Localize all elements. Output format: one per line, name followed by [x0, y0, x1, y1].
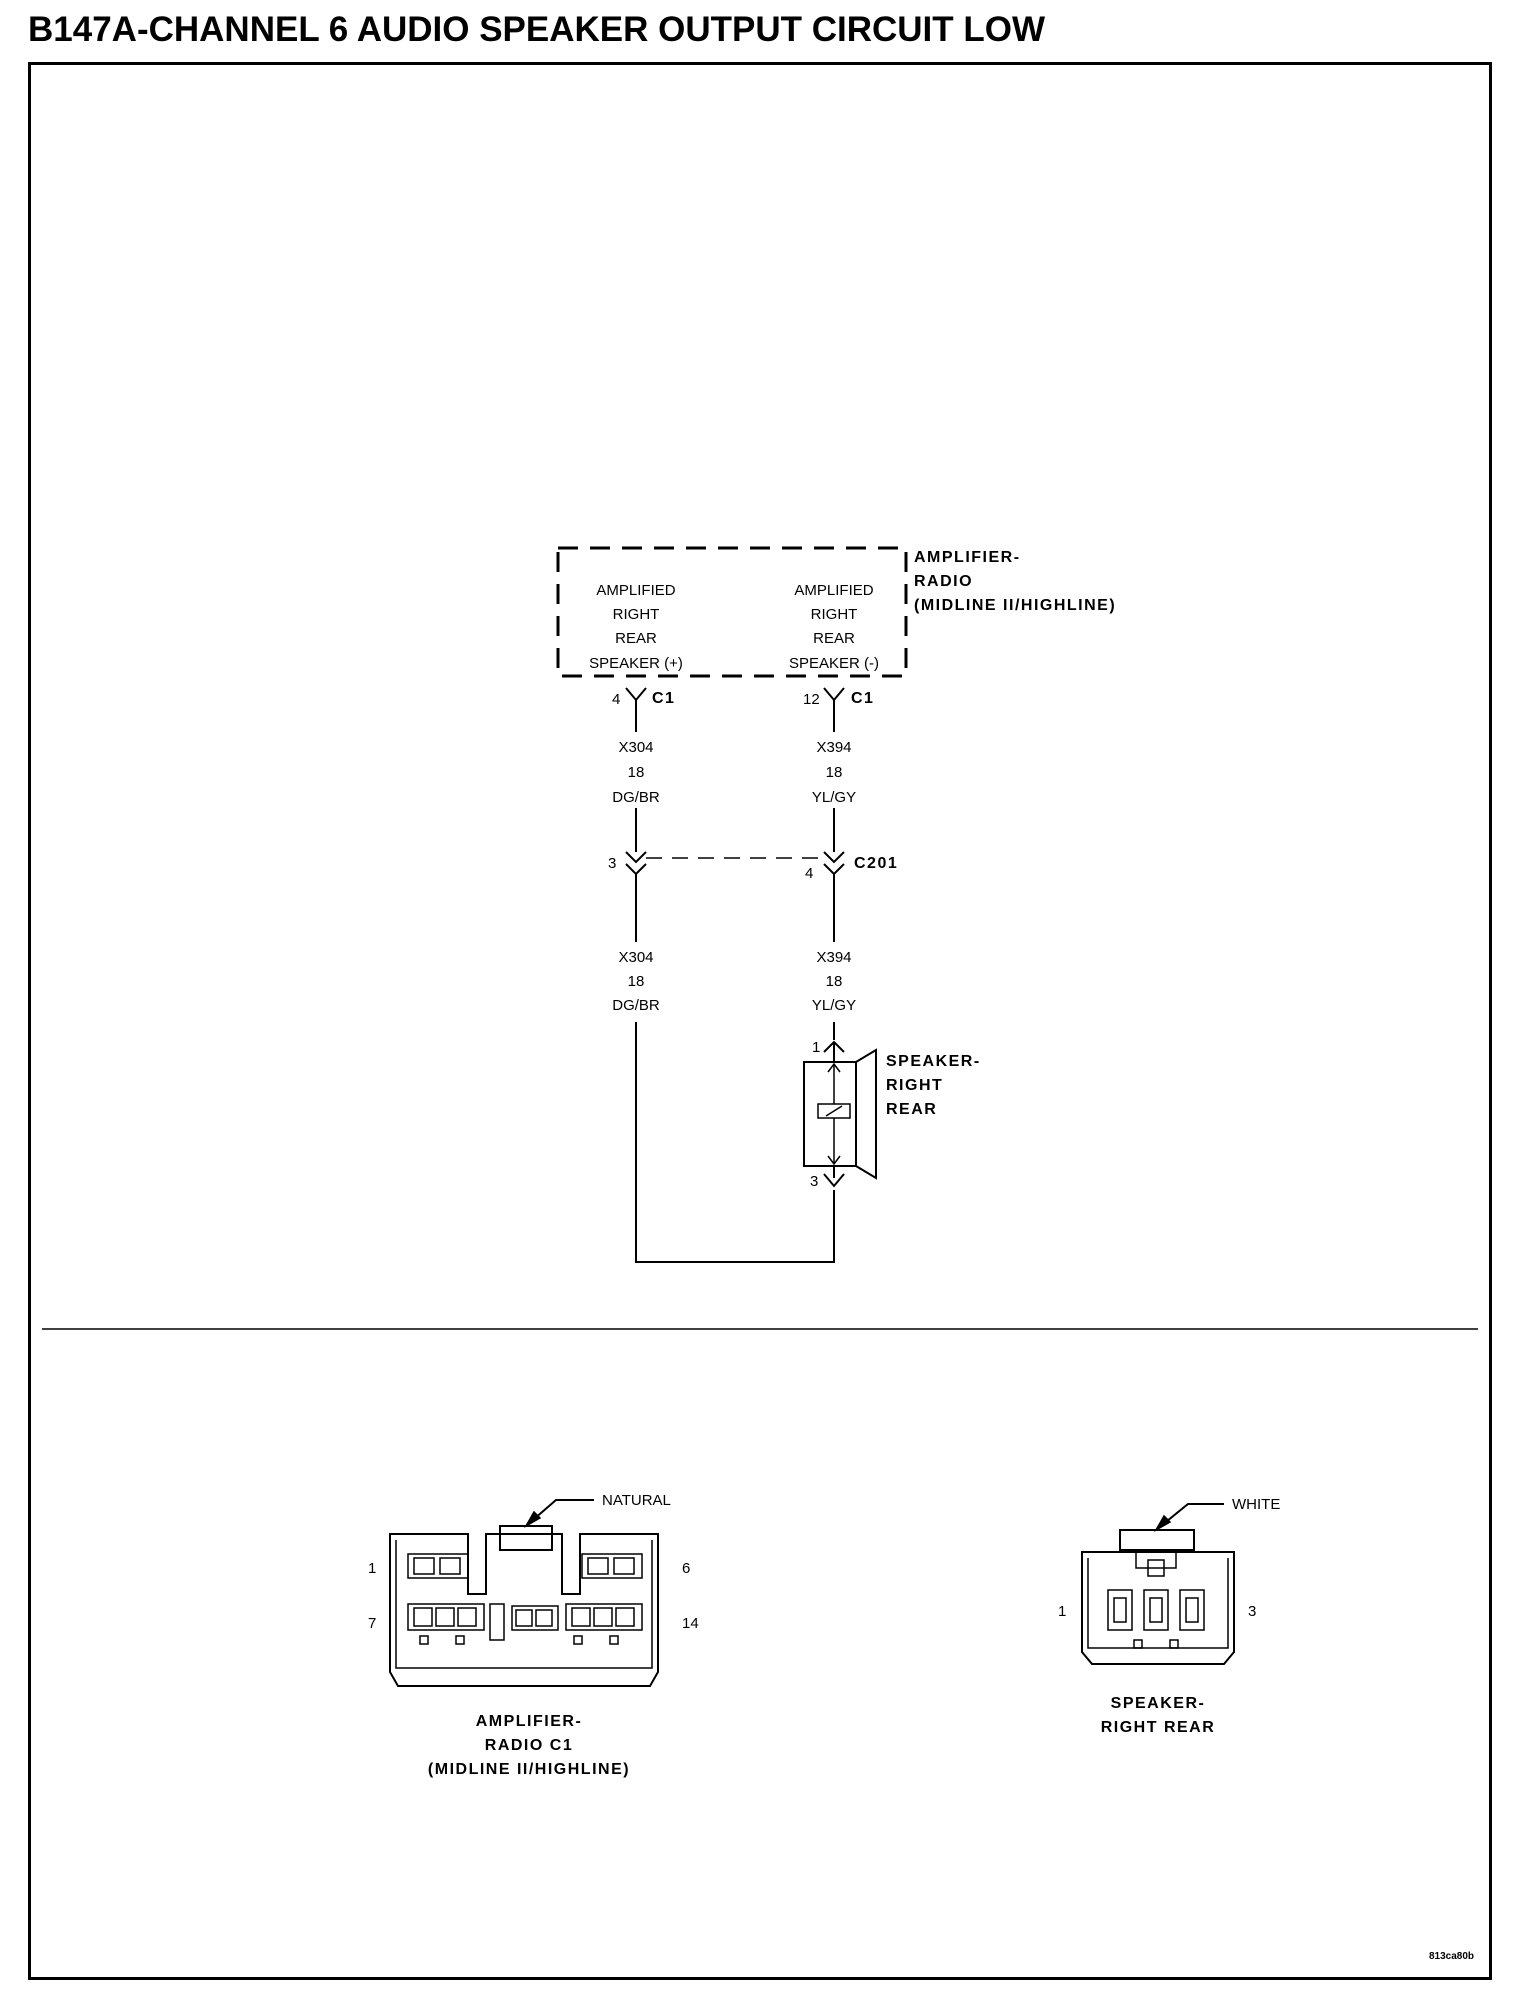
right-output-label-line-4: SPEAKER (-) — [789, 655, 879, 672]
c1-left-pin: 4 — [612, 691, 620, 708]
speaker-connector-caption-line-1: SPEAKER- — [1111, 1695, 1206, 1712]
c201-right-connector-symbol — [823, 851, 845, 876]
left-output-label-line-1: AMPLIFIED — [596, 582, 675, 599]
amplifier-c1-color-label: NATURAL — [602, 1492, 671, 1509]
amplifier-c1-pin-top-right: 6 — [682, 1560, 690, 1577]
right-output-label-line-1: AMPLIFIED — [794, 582, 873, 599]
wire-right-lower-circuit: X394 — [816, 949, 851, 966]
wire-right-lower-color: YL/GY — [812, 997, 856, 1014]
right-output-label-line-2: RIGHT — [811, 606, 858, 623]
wire-right-upper-gauge: 18 — [826, 764, 843, 781]
wire-right-upper-circuit: X394 — [816, 739, 851, 756]
page-title: B147A-CHANNEL 6 AUDIO SPEAKER OUTPUT CIR… — [28, 10, 1046, 49]
wire-left-lower-color: DG/BR — [612, 997, 660, 1014]
wire-right-upper-color: YL/GY — [812, 789, 856, 806]
c1-right-name: C1 — [851, 690, 874, 707]
wire-left-upper-gauge: 18 — [628, 764, 645, 781]
left-output-label-line-3: REAR — [615, 630, 657, 647]
amplifier-radio-name-line-2: RADIO — [914, 573, 973, 590]
wire-left-upper-circuit: X304 — [618, 739, 653, 756]
c201-left-pin: 3 — [608, 855, 616, 872]
speaker-top-pin: 1 — [812, 1039, 820, 1056]
wire-left-upper-color: DG/BR — [612, 789, 660, 806]
left-output-label-line-4: SPEAKER (+) — [589, 655, 683, 672]
c201-name: C201 — [854, 855, 898, 872]
amplifier-c1-pin-bottom-left: 7 — [368, 1615, 376, 1632]
wire-left-lower-gauge: 18 — [628, 973, 645, 990]
return-wire — [635, 1022, 835, 1263]
amplifier-radio-module-outline — [556, 546, 908, 678]
speaker-connector-caption-line-2: RIGHT REAR — [1101, 1719, 1216, 1736]
speaker-connector-color-label: WHITE — [1232, 1496, 1280, 1513]
amplifier-c1-pin-bottom-right: 14 — [682, 1615, 699, 1632]
speaker-pin-3-connector-symbol — [823, 1166, 845, 1188]
c1-left-name: C1 — [652, 690, 675, 707]
speaker-name-line-1: SPEAKER- — [886, 1053, 981, 1070]
speaker-connector-face — [1081, 1503, 1235, 1665]
c1-right-connector-symbol — [823, 687, 845, 710]
speaker-connector-pin-left: 1 — [1058, 1603, 1066, 1620]
amplifier-c1-caption-line-2: RADIO C1 — [485, 1737, 573, 1754]
left-output-label-line-2: RIGHT — [613, 606, 660, 623]
speaker-connector-pin-right: 3 — [1248, 1603, 1256, 1620]
amplifier-radio-name-line-3: (MIDLINE II/HIGHLINE) — [914, 597, 1116, 614]
c201-right-pin: 4 — [805, 865, 813, 882]
speaker-name-line-3: REAR — [886, 1101, 937, 1118]
amplifier-radio-name-line-1: AMPLIFIER- — [914, 549, 1021, 566]
diagram-frame — [28, 62, 1492, 1980]
wire-right-lower-gauge: 18 — [826, 973, 843, 990]
speaker-pin-1-connector-symbol — [823, 1040, 845, 1062]
speaker-symbol — [803, 1048, 877, 1180]
amplifier-c1-caption-line-3: (MIDLINE II/HIGHLINE) — [428, 1761, 630, 1778]
speaker-name-line-2: RIGHT — [886, 1077, 943, 1094]
figure-id: 813ca80b — [1429, 1951, 1474, 1962]
amplifier-c1-pin-top-left: 1 — [368, 1560, 376, 1577]
c1-left-connector-symbol — [625, 687, 647, 710]
amplifier-c1-connector-face — [389, 1499, 659, 1687]
c1-right-pin: 12 — [803, 691, 820, 708]
speaker-bottom-pin: 3 — [810, 1173, 818, 1190]
wire-left-lower-circuit: X304 — [618, 949, 653, 966]
c201-left-connector-symbol — [625, 851, 647, 876]
right-output-label-line-3: REAR — [813, 630, 855, 647]
amplifier-c1-caption-line-1: AMPLIFIER- — [476, 1713, 583, 1730]
